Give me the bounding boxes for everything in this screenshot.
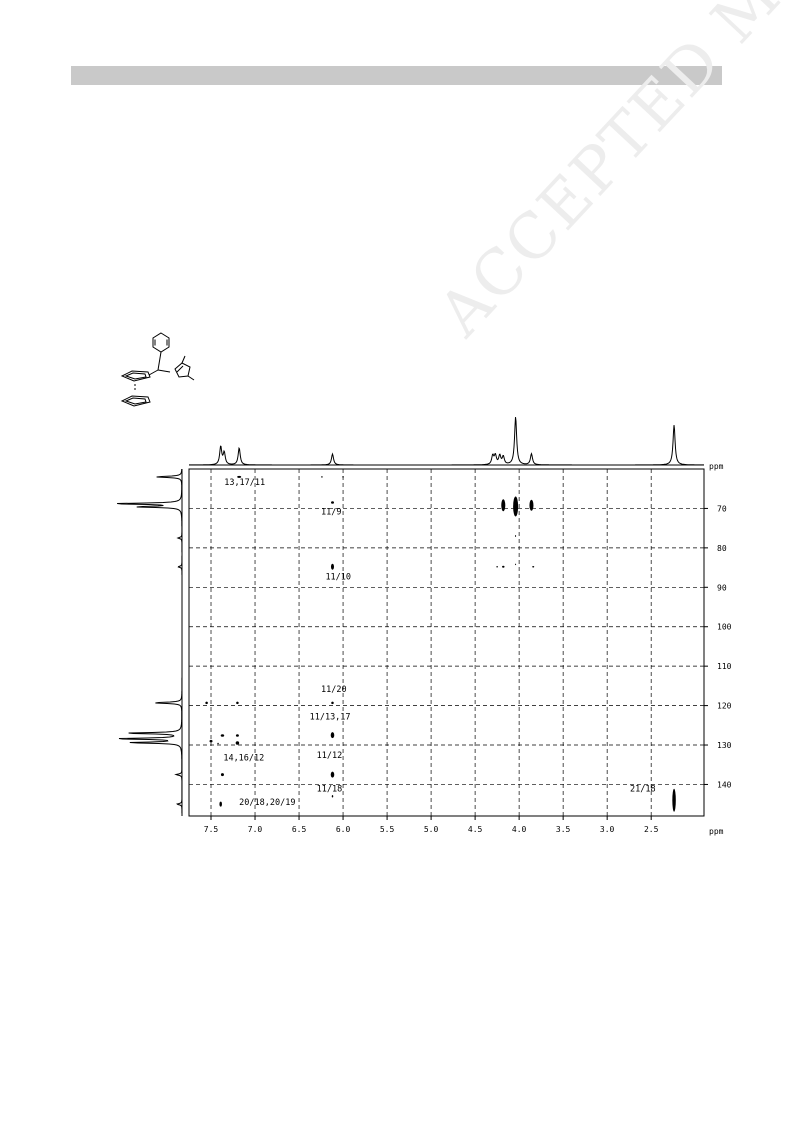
cross-peak (235, 741, 240, 745)
cross-peak (501, 499, 506, 512)
cross-peaks (205, 475, 676, 812)
grid-layer (189, 469, 704, 816)
cross-peak (205, 701, 208, 705)
y-tick-label: 70 (717, 504, 727, 513)
cross-peak (515, 535, 517, 538)
x-axis-ticks: 7.5 7.0 6.5 6.0 5.5 5.0 4.5 4.0 3.5 3.0 2.5 (204, 816, 659, 834)
x-tick-label: 3.0 (600, 825, 615, 834)
peak-annotation: 11/18 (317, 785, 343, 795)
cross-peak (209, 739, 213, 743)
y-tick-label: 120 (717, 702, 732, 711)
y-tick-label: 110 (717, 662, 732, 671)
peak-annotation: 11/12 (317, 751, 343, 761)
x-tick-label: 5.5 (380, 825, 395, 834)
y-tick-label: 130 (717, 741, 732, 750)
x-unit-top: ppm (709, 462, 724, 471)
cross-peak (330, 501, 334, 504)
cross-peak (330, 563, 334, 570)
cross-peak (330, 732, 335, 739)
x-tick-label: 6.0 (336, 825, 351, 834)
peak-annotation: 11/13,17 (310, 712, 351, 722)
header-bar (71, 66, 722, 85)
peak-annotations: 13,17/11 11/9 11/10 11/20 11/13,17 11/12 14,16… (223, 478, 655, 808)
y-tick-label: 100 (717, 623, 732, 632)
molecule-structure (120, 332, 195, 407)
x-tick-label: 3.5 (556, 825, 571, 834)
x-tick-label: 5.0 (424, 825, 439, 834)
cross-peak (330, 771, 335, 778)
peak-annotation: 11/10 (325, 572, 351, 582)
cross-peak (237, 475, 242, 478)
cross-peak (672, 788, 676, 812)
peak-annotation: 14,16/12 (223, 753, 264, 763)
cross-peak (342, 476, 344, 478)
x-tick-label: 7.5 (204, 825, 219, 834)
cross-peak (331, 701, 334, 705)
peak-annotation: 13,17/11 (224, 478, 265, 488)
cross-peak (532, 566, 535, 568)
f2-projection-spectrum (189, 417, 704, 466)
cross-peak (236, 701, 239, 705)
cross-peak (496, 566, 498, 568)
x-unit-bottom: ppm (709, 827, 724, 836)
plot-frame (188, 468, 705, 817)
y-axis-ticks: 70 80 90 100 110 120 130 140 (704, 504, 732, 789)
y-tick-label: 140 (717, 780, 732, 789)
peak-annotation: 20/18,20/19 (239, 798, 295, 808)
x-tick-label: 4.0 (512, 825, 527, 834)
x-tick-label: 7.0 (248, 825, 263, 834)
cross-peak (502, 565, 505, 568)
cross-peak (321, 476, 323, 478)
x-tick-label: 6.5 (292, 825, 307, 834)
peak-annotation: 11/20 (321, 685, 347, 695)
cross-peak (513, 496, 519, 517)
cross-peak (515, 563, 517, 566)
x-tick-label: 2.5 (644, 825, 659, 834)
y-tick-label: 90 (717, 583, 727, 592)
cross-peak (219, 801, 222, 807)
peak-annotation: 11/9 (321, 507, 341, 517)
y-tick-label: 80 (717, 544, 727, 553)
cross-peak (529, 499, 534, 511)
x-tick-label: 4.5 (468, 825, 483, 834)
f1-projection-spectrum (117, 469, 183, 816)
cross-peak (220, 734, 225, 737)
peak-annotation: 21/18 (630, 785, 656, 795)
cross-peak (331, 795, 334, 798)
cross-peak (235, 734, 239, 737)
cross-peak (217, 742, 219, 745)
cross-peak (220, 773, 224, 777)
